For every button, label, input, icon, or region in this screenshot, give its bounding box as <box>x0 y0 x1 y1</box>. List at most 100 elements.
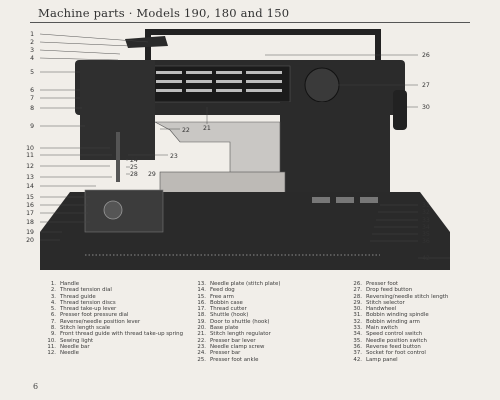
legend-item: 28.Reversing/needle stitch length <box>348 294 498 300</box>
callout-9: 9 <box>30 123 34 130</box>
callout-5: 5 <box>30 69 34 76</box>
legend-item: 4.Thread tension discs <box>42 300 192 306</box>
legend-item-number: 36. <box>353 343 362 350</box>
callout-15: 15 <box>26 194 34 201</box>
legend-item: 7.Reverse/needle position lever <box>42 319 192 325</box>
legend-item-label: Needle bar <box>60 343 90 350</box>
callout-17: 17 <box>26 210 34 217</box>
legend-item-label: Socket for foot control <box>366 350 426 357</box>
callout-22: 22 <box>182 127 190 134</box>
legend-item-label: Thread tension dial <box>60 287 112 294</box>
legend-item-number: 28. <box>353 293 362 300</box>
legend-item-label: Thread cutter <box>210 306 247 313</box>
center-callout-numbers: 21 22 23 24 25 28 29 <box>130 125 211 178</box>
legend-item: 29. Stitch selector <box>348 300 498 306</box>
legend-item: 26.Presser foot <box>348 281 498 287</box>
callout-16: 16 <box>26 202 34 209</box>
legend-item-number: 26. <box>353 281 362 287</box>
legend-item-number: 8. <box>50 325 56 332</box>
legend-item-label: Shuttle (hook) <box>210 312 249 319</box>
legend-item-number: 5. <box>50 306 56 313</box>
legend-item: 35. Needle position switch <box>348 338 498 344</box>
legend-item: 30.Handwheel <box>348 306 498 312</box>
legend-item-number: 29. <box>353 299 362 306</box>
legend-item-label: Reverse/needle position lever <box>60 318 141 325</box>
callout-30: 30 <box>422 104 430 111</box>
callout-14: 14 <box>26 183 34 190</box>
legend-item-label: Stitch length scale <box>60 325 111 332</box>
legend-item-number: 13. <box>197 281 206 287</box>
callout-20: 20 <box>26 237 34 244</box>
legend-item-label: Lamp panel <box>366 356 398 363</box>
callout-10: 10 <box>26 145 34 152</box>
left-callout-numbers: 1 2 3 4 5 6 7 8 9 10 11 12 13 14 15 16 1… <box>26 31 34 244</box>
legend-item-label: Thread guide <box>60 293 96 300</box>
legend-item-label: Front thread guide with thread take-up s… <box>60 331 183 338</box>
legend-item-label: Drop feed button <box>366 287 413 294</box>
legend-item: 42.Lamp panel <box>348 357 498 363</box>
legend-item: 3. Thread guide <box>42 294 192 300</box>
callout-7: 7 <box>30 95 34 102</box>
legend-item-number: 32. <box>353 318 362 325</box>
legend-item-number: 19. <box>197 318 206 325</box>
sewing-machine-diagram: 1 2 3 4 5 6 7 8 9 10 11 12 13 14 15 16 1… <box>0 22 500 282</box>
legend-item: 34.Speed control switch <box>348 331 498 337</box>
legend-item-number: 35. <box>353 337 362 344</box>
legend-item-number: 1. <box>50 281 56 287</box>
legend-item: 5. Thread take-up lever <box>42 306 192 312</box>
legend-item: 8. Stitch length scale <box>42 325 192 331</box>
stitch-plate-area <box>84 189 164 233</box>
legend-item-label: Needle position switch <box>366 337 427 344</box>
legend-item: 16.Bobbin case <box>192 300 342 306</box>
legend-item: 24.Presser bar <box>192 350 342 356</box>
legend-item-label: Presser bar <box>210 350 241 357</box>
callout-34: 34 <box>422 224 430 231</box>
legend-item-label: Presser foot pressure dial <box>60 312 129 319</box>
right-callout-numbers: 26 27 30 31 32 33 34 35 36 42 <box>422 52 430 262</box>
legend-item: 14. Feed dog <box>192 287 342 293</box>
legend-item-number: 16. <box>197 299 206 306</box>
left-callouts <box>39 33 149 241</box>
legend-item-number: 2. <box>50 287 56 294</box>
callout-42: 42 <box>422 255 430 262</box>
legend-item-number: 23. <box>197 343 206 350</box>
legend-item: 21.Stitch length regulator <box>192 331 342 337</box>
page-title: Machine parts · Models 190, 180 and 150 <box>38 6 290 20</box>
legend-item-number: 17. <box>197 306 206 313</box>
callout-6: 6 <box>30 87 34 94</box>
callout-2: 2 <box>30 39 34 46</box>
legend-item: 25.Presser foot ankle <box>192 357 342 363</box>
callout-32: 32 <box>422 209 430 216</box>
legend-item: 6.Presser foot pressure dial <box>42 312 192 318</box>
legend-item-number: 20. <box>197 325 206 332</box>
legend-item-label: Thread take-up lever <box>60 306 117 313</box>
legend-item-number: 11. <box>47 343 56 350</box>
legend-item-number: 15. <box>197 293 206 300</box>
legend-item: 33.Main switch <box>348 325 498 331</box>
legend-item-number: 14. <box>197 287 206 294</box>
handwheel-drawing <box>393 90 407 130</box>
callout-21: 21 <box>203 125 211 132</box>
legend-item-label: Feed dog <box>210 287 235 294</box>
legend-item-number: 30. <box>353 306 362 313</box>
legend-item-label: Main switch <box>366 325 398 332</box>
legend-item-label: Stitch selector <box>366 299 405 306</box>
legend-item-number: 12. <box>47 350 56 357</box>
legend-item: 13.Needle plate (stitch plate) <box>192 281 342 287</box>
callout-36: 36 <box>422 238 430 245</box>
legend-item-number: 3. <box>50 293 56 300</box>
legend-item-number: 34. <box>353 331 362 338</box>
legend-item-label: Bobbin winding arm <box>366 318 420 325</box>
stitch-pattern-grid <box>156 71 282 92</box>
legend-item-number: 21. <box>197 331 206 338</box>
legend-item-number: 25. <box>197 356 206 363</box>
legend-item-label: Needle <box>60 350 79 357</box>
legend-item-number: 4. <box>50 299 56 306</box>
callout-29: 29 <box>148 171 156 178</box>
legend-item-label: Free arm <box>210 293 234 300</box>
center-callouts <box>126 107 208 175</box>
legend-item: 36.Reverse feed button <box>348 344 498 350</box>
callout-24: 24 <box>130 157 138 164</box>
